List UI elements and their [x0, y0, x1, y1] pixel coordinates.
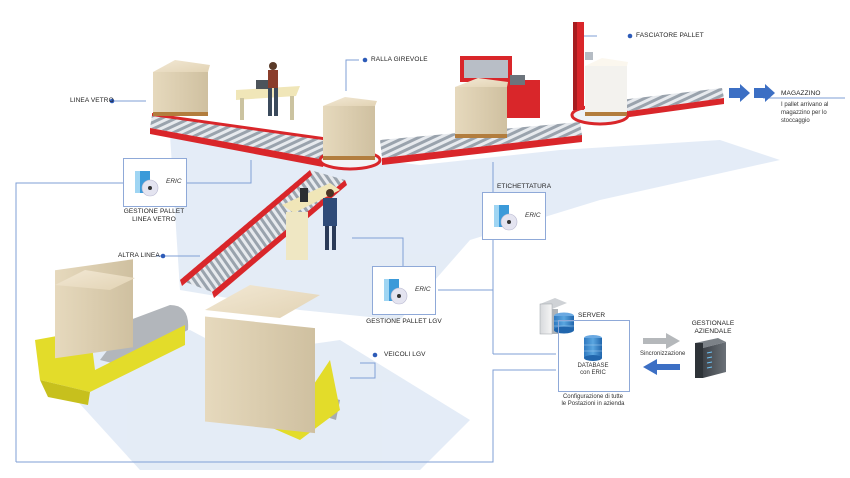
conveyor-linea-vetro — [150, 113, 330, 167]
server-title: SERVER — [578, 312, 606, 319]
arrow-left-icon — [643, 359, 680, 375]
database-label: DATABASE con ERIC — [577, 363, 609, 376]
sync-label: Sincronizzazione — [640, 351, 686, 357]
label-altra-linea: ALTRA LINEA — [118, 252, 160, 259]
eric-box-etichettatura[interactable]: ERIC — [482, 192, 546, 240]
caption-lgv: GESTIONE PALLET LGV — [366, 318, 442, 325]
workstation-2 — [282, 183, 340, 260]
pallet-load-2 — [323, 97, 377, 160]
software-box-cd-icon — [494, 205, 518, 231]
connector-lines — [15, 35, 845, 463]
magazzino-title: MAGAZZINO — [781, 90, 821, 97]
database-icon — [584, 335, 602, 361]
arrow-right-icon — [643, 333, 680, 349]
pallet-load-3 — [455, 78, 508, 138]
label-fasciatore-pallet: FASCIATORE PALLET — [636, 32, 704, 39]
eric-product-name: ERIC — [525, 212, 541, 219]
workstation-1 — [236, 62, 300, 120]
double-arrow-right-icon — [729, 84, 775, 102]
label-linea-vetro: LINEA VETRO — [70, 97, 114, 104]
eric-box-lgv[interactable]: ERIC — [372, 266, 436, 315]
lgv-vehicle-2 — [205, 285, 340, 440]
label-veicoli-lgv: VEICOLI LGV — [384, 351, 426, 358]
caption-lineavetro: GESTIONE PALLET LINEA VETRO — [123, 208, 185, 223]
server-caption: Configurazione di tutte le Postazioni in… — [561, 394, 625, 407]
gestionale-label: GESTIONALE AZIENDALE — [691, 320, 735, 335]
pallet-load-wrapped — [585, 58, 628, 116]
software-box-cd-icon — [384, 279, 408, 305]
conveyor-main — [380, 88, 724, 165]
eric-product-name: ERIC — [415, 286, 431, 293]
lgv-vehicle-1 — [35, 259, 189, 405]
connector-dots — [109, 33, 633, 358]
eric-box-lineavetro[interactable]: ERIC — [123, 158, 187, 207]
eric-product-name: ERIC — [166, 178, 182, 185]
pallet-load-1 — [153, 60, 210, 116]
label-ralla-girevole: RALLA GIREVOLE — [371, 56, 428, 63]
label-etichettatura: ETICHETTATURA — [497, 183, 552, 190]
rack-server-icon — [695, 338, 726, 378]
wrapper-tower — [573, 22, 593, 110]
magazzino-description: I pallet arrivano al magazzino per lo st… — [781, 102, 829, 124]
software-box-cd-icon — [135, 171, 159, 197]
server-box[interactable] — [558, 320, 630, 392]
server-database-icon — [539, 298, 574, 335]
